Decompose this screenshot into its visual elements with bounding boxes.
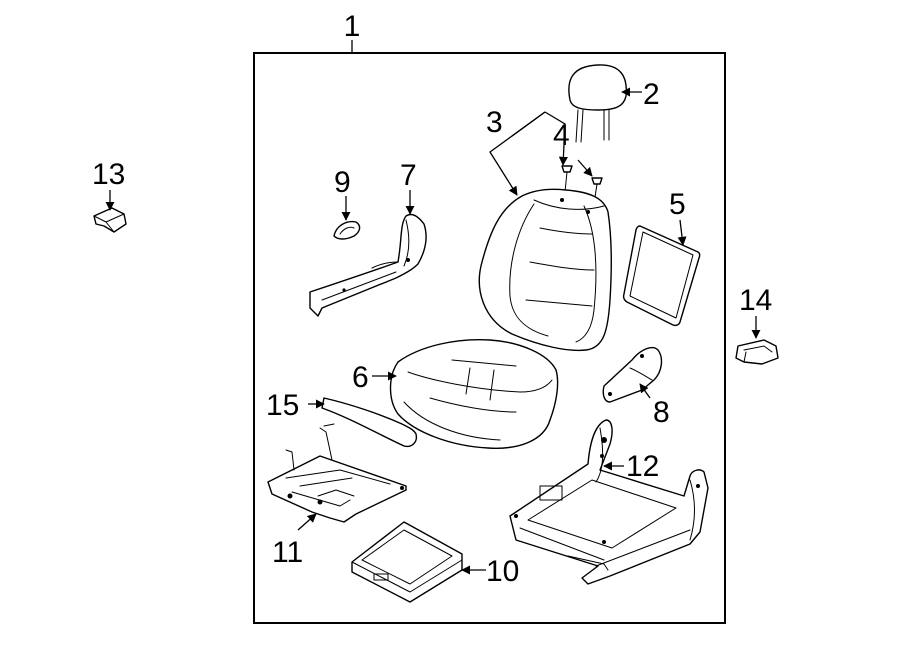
storage-tray-part [351, 521, 463, 603]
seat-back-panel-part [622, 225, 701, 327]
callout-1: 1 [344, 10, 361, 43]
side-shield-part [309, 213, 427, 317]
headrest-part [568, 64, 627, 143]
assembly-frame [253, 52, 726, 624]
callout-13: 13 [92, 158, 125, 191]
callout-2: 2 [643, 78, 660, 111]
cushion-frame-part [267, 423, 407, 523]
callout-8-leader [639, 383, 651, 399]
callout-11-leader [297, 513, 317, 531]
callout-5: 5 [669, 188, 686, 221]
callout-15: 15 [266, 389, 299, 422]
callout-10: 10 [486, 555, 519, 588]
side-bracket-part [735, 339, 779, 365]
callout-12: 12 [626, 450, 659, 483]
callout-3: 3 [486, 106, 503, 139]
headrest-guide-part [561, 165, 603, 205]
cushion-trim-strip-part [321, 397, 418, 448]
callout-5-leader [677, 219, 687, 246]
callout-4: 4 [553, 119, 570, 152]
recliner-knob-part [333, 220, 361, 240]
callout-6: 6 [352, 361, 369, 394]
trim-clip-part [93, 207, 127, 233]
recliner-cover-part [602, 346, 663, 403]
callout-11: 11 [272, 536, 303, 569]
seat-cushion-part [389, 338, 559, 449]
callout-14: 14 [739, 284, 772, 317]
seat-track-part [509, 419, 709, 585]
callout-8: 8 [653, 396, 670, 429]
callout-3-leader-b [511, 111, 546, 137]
callout-9: 9 [334, 166, 351, 199]
seat-back-cushion-part [478, 188, 613, 352]
callout-4-leader [544, 111, 568, 166]
callout-7: 7 [400, 159, 417, 192]
callout-4-leader-b [577, 159, 593, 177]
